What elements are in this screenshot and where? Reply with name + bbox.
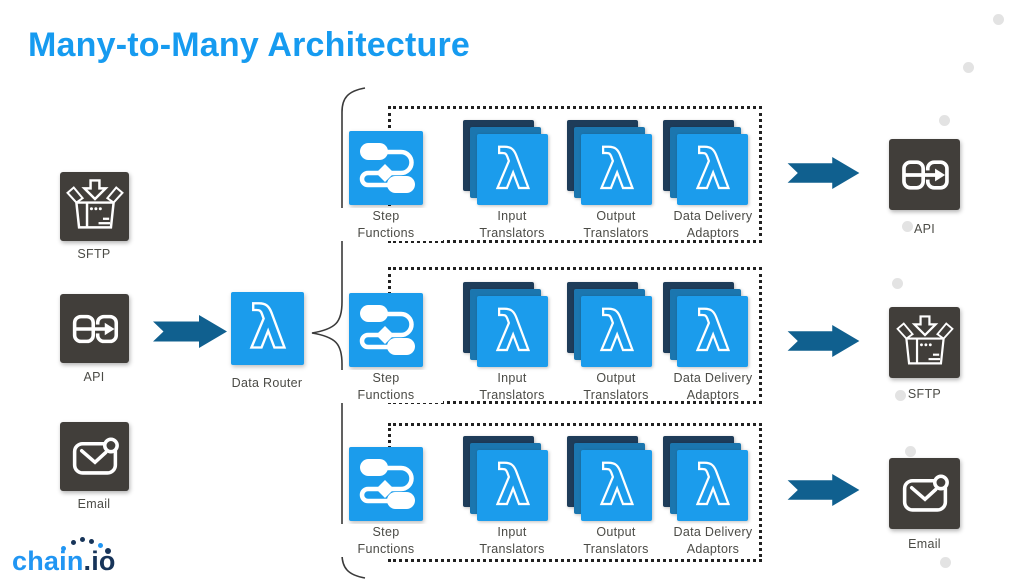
output-translators-stack: λ — [567, 436, 652, 521]
decor-dot — [892, 278, 903, 289]
fan-out-brace — [311, 87, 366, 579]
svg-text:λ: λ — [696, 454, 730, 517]
input-translators-stack: λ — [463, 282, 548, 367]
lambda-icon: λ — [249, 293, 288, 362]
step-functions-label: Step Functions — [329, 370, 443, 403]
step-functions-label: Step Functions — [329, 208, 443, 241]
lambda-icon: λ — [581, 450, 652, 521]
output-translators-stack: λ — [567, 120, 652, 205]
flow-arrow — [787, 325, 860, 357]
svg-text:λ: λ — [250, 295, 286, 362]
svg-text:λ: λ — [696, 138, 730, 201]
data-delivery-adaptors-label: Data Delivery Adaptors — [673, 209, 753, 240]
output-translators-label: Output Translators — [583, 209, 649, 240]
input-translators-stack: λ — [463, 120, 548, 205]
email-icon — [72, 437, 119, 475]
output-translators-label: Output Translators — [583, 525, 649, 556]
step-functions-node — [349, 131, 423, 205]
source-api-node — [60, 294, 129, 363]
destination-email-label: Email — [908, 537, 941, 551]
logo-arc-dot — [105, 548, 111, 554]
decor-dot — [963, 62, 974, 73]
workflow-icon — [359, 305, 415, 355]
data-delivery-adaptors-label: Data Delivery Adaptors — [673, 525, 753, 556]
decor-dot — [902, 221, 913, 232]
page-title: Many-to-Many Architecture — [28, 26, 471, 64]
source-email-label: Email — [77, 497, 111, 511]
data-delivery-adaptors-label: Data Delivery Adaptors — [673, 371, 753, 402]
svg-text:λ: λ — [600, 454, 634, 517]
lambda-icon: λ — [581, 296, 652, 367]
decor-dot — [939, 115, 950, 126]
input-translators-label: Input Translators — [479, 525, 545, 556]
package-box-icon — [895, 314, 954, 364]
data-router-label: Data Router — [231, 376, 303, 390]
step-functions-node — [349, 447, 423, 521]
step-functions-label: Step Functions — [329, 524, 443, 557]
flow-arrow — [153, 315, 227, 348]
lambda-icon: λ — [677, 134, 748, 205]
logo-arc-dot — [61, 546, 66, 551]
destination-email-node — [889, 458, 960, 529]
email-icon — [902, 474, 949, 512]
source-sftp-node — [60, 172, 129, 241]
logo-text-chain: chain — [12, 546, 84, 576]
svg-text:λ: λ — [496, 138, 530, 201]
svg-text:λ: λ — [696, 300, 730, 363]
lambda-icon: λ — [477, 134, 548, 205]
lambda-icon: λ — [677, 296, 748, 367]
logo-arc-dot — [89, 539, 94, 544]
decor-dot — [905, 446, 916, 457]
logo-arc-dot — [71, 540, 76, 545]
svg-text:λ: λ — [600, 300, 634, 363]
data-router-node: λ — [231, 292, 304, 365]
decor-dot — [940, 557, 951, 568]
destination-api-node — [889, 139, 960, 210]
lambda-icon: λ — [677, 450, 748, 521]
svg-text:λ: λ — [600, 138, 634, 201]
lambda-icon: λ — [477, 296, 548, 367]
package-box-icon — [65, 178, 124, 229]
logo-arc-dot — [98, 543, 103, 548]
data-delivery-adaptors-stack: λ — [663, 282, 748, 367]
chainio-logo: chain.io — [12, 534, 152, 578]
api-link-icon — [901, 159, 949, 190]
output-translators-stack: λ — [567, 282, 652, 367]
source-api-label: API — [83, 370, 105, 384]
input-translators-label: Input Translators — [479, 209, 545, 240]
workflow-icon — [359, 459, 415, 509]
logo-arc-dot — [80, 537, 85, 542]
decor-dot — [993, 14, 1004, 25]
input-translators-label: Input Translators — [479, 371, 545, 402]
workflow-icon — [359, 143, 415, 193]
svg-text:λ: λ — [496, 300, 530, 363]
output-translators-label: Output Translators — [583, 371, 649, 402]
decor-dot — [895, 390, 906, 401]
input-translators-stack: λ — [463, 436, 548, 521]
step-functions-node — [349, 293, 423, 367]
svg-text:λ: λ — [496, 454, 530, 517]
source-email-node — [60, 422, 129, 491]
lambda-icon: λ — [581, 134, 652, 205]
destination-sftp-node — [889, 307, 960, 378]
data-delivery-adaptors-stack: λ — [663, 436, 748, 521]
destination-sftp-label: SFTP — [907, 387, 942, 401]
api-link-icon — [72, 314, 118, 343]
source-sftp-label: SFTP — [77, 247, 111, 261]
lambda-icon: λ — [477, 450, 548, 521]
flow-arrow — [787, 157, 860, 189]
destination-api-label: API — [913, 222, 936, 236]
flow-arrow — [787, 474, 860, 506]
data-delivery-adaptors-stack: λ — [663, 120, 748, 205]
